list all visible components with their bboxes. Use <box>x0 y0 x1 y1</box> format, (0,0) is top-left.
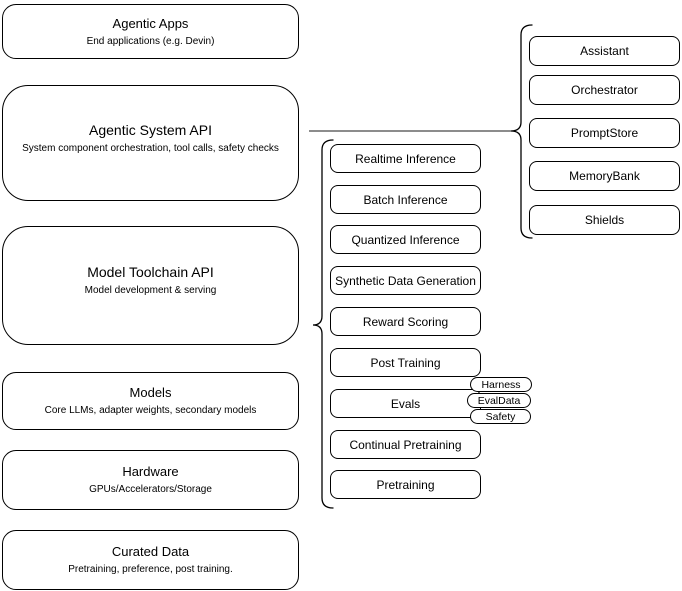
box-agentic-apps: Agentic Apps End applications (e.g. Devi… <box>2 4 299 59</box>
system-label: Orchestrator <box>571 83 638 97</box>
curated-data-title: Curated Data <box>111 544 190 559</box>
toolchain-box-pretraining: Pretraining <box>330 470 481 499</box>
toolchain-label: Quantized Inference <box>351 232 460 247</box>
system-box-shields: Shields <box>529 205 680 235</box>
toolchain-box-post-training: Post Training <box>330 348 481 377</box>
system-box-orchestrator: Orchestrator <box>529 75 680 105</box>
toolchain-box-realtime-inference: Realtime Inference <box>330 144 481 173</box>
box-models: Models Core LLMs, adapter weights, secon… <box>2 372 299 430</box>
eval-tag-label: Safety <box>485 410 516 423</box>
models-text: Models Core LLMs, adapter weights, secon… <box>45 385 257 417</box>
models-subtitle: Core LLMs, adapter weights, secondary mo… <box>44 405 257 416</box>
agentic-apps-title: Agentic Apps <box>112 15 189 31</box>
model-toolchain-api-text: Model Toolchain API Model development & … <box>85 264 217 297</box>
system-box-assistant: Assistant <box>529 36 680 66</box>
box-model-toolchain-api: Model Toolchain API Model development & … <box>2 226 299 345</box>
system-label: Assistant <box>580 44 629 58</box>
toolchain-box-continual-pretraining: Continual Pretraining <box>330 430 481 459</box>
toolchain-box-quantized-inference: Quantized Inference <box>330 225 481 254</box>
agentic-system-api-title: Agentic System API <box>89 121 212 138</box>
hardware-title: Hardware <box>122 464 179 479</box>
curated-data-subtitle: Pretraining, preference, post training. <box>68 564 233 575</box>
system-label: MemoryBank <box>569 169 640 183</box>
system-box-memorybank: MemoryBank <box>529 161 680 191</box>
toolchain-label: Synthetic Data Generation <box>335 273 476 288</box>
toolchain-box-synthetic-data-generation: Synthetic Data Generation <box>330 266 481 295</box>
models-title: Models <box>129 385 172 400</box>
toolchain-label: Continual Pretraining <box>349 437 462 452</box>
agentic-apps-text: Agentic Apps End applications (e.g. Devi… <box>87 16 215 48</box>
toolchain-box-reward-scoring: Reward Scoring <box>330 307 481 336</box>
eval-tag-evaldata: EvalData <box>467 393 531 408</box>
eval-tag-safety: Safety <box>470 409 531 424</box>
model-toolchain-api-subtitle: Model development & serving <box>84 285 217 296</box>
agentic-system-api-text: Agentic System API System component orch… <box>22 122 279 155</box>
system-box-promptstore: PromptStore <box>529 118 680 148</box>
system-label: Shields <box>584 213 625 227</box>
system-label: PromptStore <box>570 126 639 140</box>
eval-tag-harness: Harness <box>470 377 532 392</box>
curated-data-text: Curated Data Pretraining, preference, po… <box>68 544 233 576</box>
agentic-system-api-subtitle: System component orchestration, tool cal… <box>22 142 279 154</box>
toolchain-label: Pretraining <box>376 477 435 492</box>
toolchain-box-evals: Evals <box>330 389 481 418</box>
toolchain-label: Post Training <box>370 355 441 370</box>
model-toolchain-api-title: Model Toolchain API <box>87 264 214 280</box>
agentic-apps-subtitle: End applications (e.g. Devin) <box>86 35 215 47</box>
eval-tag-label: EvalData <box>477 394 521 407</box>
hardware-subtitle: GPUs/Accelerators/Storage <box>89 484 212 495</box>
toolchain-label: Batch Inference <box>363 192 448 207</box>
toolchain-label: Reward Scoring <box>362 314 449 329</box>
toolchain-label: Evals <box>390 396 421 411</box>
box-hardware: Hardware GPUs/Accelerators/Storage <box>2 450 299 510</box>
hardware-text: Hardware GPUs/Accelerators/Storage <box>89 464 212 496</box>
eval-tag-label: Harness <box>481 378 521 391</box>
box-agentic-system-api: Agentic System API System component orch… <box>2 85 299 201</box>
toolchain-box-batch-inference: Batch Inference <box>330 185 481 214</box>
toolchain-label: Realtime Inference <box>355 151 456 166</box>
box-curated-data: Curated Data Pretraining, preference, po… <box>2 530 299 590</box>
